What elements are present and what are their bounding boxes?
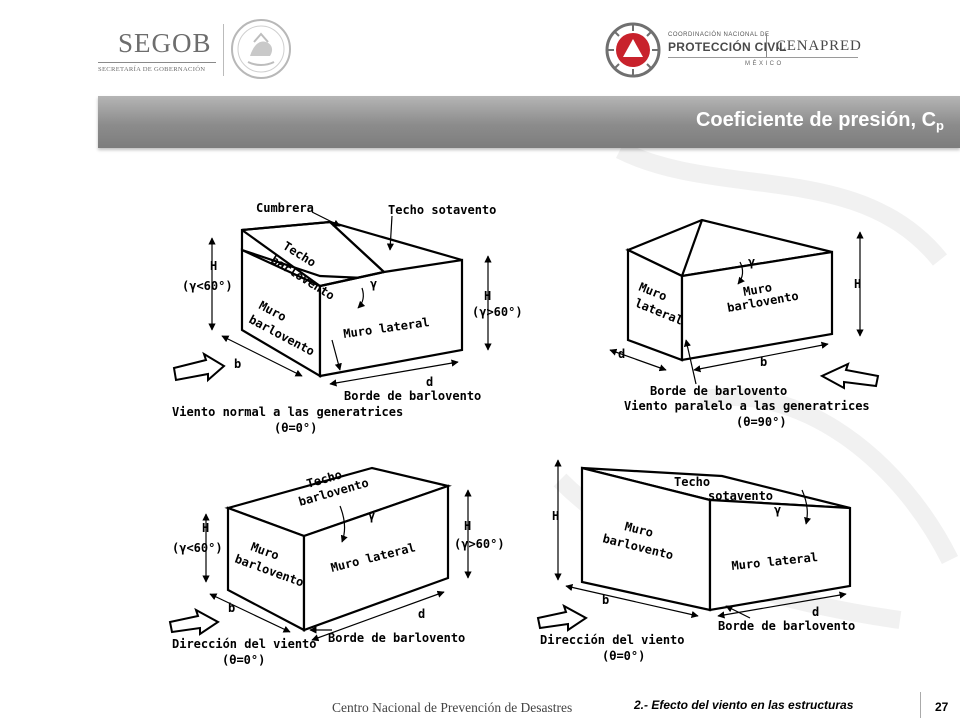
p4-sotavento-label: sotavento bbox=[708, 489, 773, 503]
p2-gamma-label: γ bbox=[748, 255, 755, 269]
wind-pressure-figure: Cumbrera Techo sotavento Techo barlovent… bbox=[162, 190, 890, 667]
pc-coordinacion-text: COORDINACIÓN NACIONAL DE bbox=[668, 32, 770, 38]
p4-H-label: H bbox=[552, 509, 559, 523]
footer-topic: 2.- Efecto del viento en las estructuras bbox=[634, 698, 854, 712]
slide-title-subscript: p bbox=[936, 118, 944, 133]
mexico-text: MÉXICO bbox=[745, 61, 784, 67]
p4-gamma-label: γ bbox=[774, 503, 781, 517]
p2-caption-line1: Viento paralelo a las generatrices bbox=[624, 399, 870, 413]
p2-b-label: b bbox=[760, 355, 767, 369]
footer-divider bbox=[920, 692, 921, 718]
page-number: 27 bbox=[935, 700, 949, 714]
panel-4-wind-arrow-icon bbox=[536, 603, 588, 632]
p1-techo-sotavento-label: Techo sotavento bbox=[388, 203, 496, 217]
segob-logo: SEGOB SECRETARÍA DE GOBERNACIÓN bbox=[98, 22, 216, 74]
p4-caption-line2: (θ=0°) bbox=[602, 649, 645, 663]
p1-cond-right-label: (γ>60°) bbox=[472, 305, 523, 319]
footer-institution: Centro Nacional de Prevención de Desastr… bbox=[332, 700, 573, 715]
p2-H-label: H bbox=[854, 277, 861, 291]
title-bar: Coeficiente de presión, Cp bbox=[98, 96, 960, 148]
p4-b-label: b bbox=[602, 593, 609, 607]
proteccion-civil-icon bbox=[605, 22, 661, 78]
p4-muro-label: Muro bbox=[623, 519, 654, 540]
p3-gamma-label: γ bbox=[368, 509, 375, 523]
p4-direccion-label: Dirección del viento bbox=[540, 633, 685, 647]
p2-muro-label-2: Muro bbox=[742, 280, 773, 299]
slide-title-text: Coeficiente de presión, C bbox=[695, 109, 937, 131]
logo-divider bbox=[223, 24, 224, 76]
p4-borde-label: Borde de barlovento bbox=[718, 619, 855, 633]
panel-1-diagram bbox=[240, 220, 464, 378]
p2-caption-line2: (θ=90°) bbox=[736, 415, 787, 429]
pc-rule bbox=[668, 57, 858, 58]
national-seal-icon bbox=[231, 19, 291, 79]
p1-H-right-label: H bbox=[484, 289, 491, 303]
panel-3-wind-arrow-icon bbox=[168, 607, 220, 636]
panel-4-dims bbox=[554, 459, 847, 619]
p3-H-right-label: H bbox=[464, 519, 471, 533]
panel-1-dims bbox=[208, 211, 492, 387]
p1-caption-line1: Viento normal a las generatrices bbox=[172, 405, 403, 419]
segob-wordmark: SEGOB bbox=[118, 28, 212, 58]
p3-direccion-label: Dirección del viento bbox=[172, 637, 317, 651]
p2-borde-label: Borde de barlovento bbox=[650, 384, 787, 398]
p1-H-left-label: H bbox=[210, 259, 217, 273]
p1-b-label: b bbox=[234, 357, 241, 371]
p1-borde-label: Borde de barlovento bbox=[344, 389, 481, 403]
panel-3-labels: Techo barlovento γ H (γ<60°) Muro barlov… bbox=[172, 467, 505, 667]
figure-svg: Cumbrera Techo sotavento Techo barlovent… bbox=[168, 201, 880, 667]
panel-1-wind-arrow-icon bbox=[172, 351, 226, 383]
p4-d-label: d bbox=[812, 605, 819, 619]
p3-b-label: b bbox=[228, 601, 235, 615]
panel-4-labels: Techo sotavento γ H Muro barlovento Muro… bbox=[540, 475, 855, 663]
p3-H-left-label: H bbox=[202, 521, 209, 535]
segob-rule bbox=[98, 62, 216, 63]
panel-4-diagram bbox=[580, 466, 852, 612]
p2-d-label: d bbox=[618, 347, 625, 361]
p1-caption-line2: (θ=0°) bbox=[274, 421, 317, 435]
panel-2-dims bbox=[609, 231, 864, 385]
pc-separator bbox=[766, 34, 767, 58]
p1-gamma-label: γ bbox=[370, 277, 377, 291]
p3-cond-left-label: (γ<60°) bbox=[172, 541, 223, 555]
panel-3-dims bbox=[202, 489, 472, 642]
slide-title: Coeficiente de presión, Cp bbox=[696, 109, 944, 133]
pc-proteccion-civil-text: PROTECCIÓN CIVIL bbox=[668, 40, 787, 54]
p3-cond-right-label: (γ>60°) bbox=[454, 537, 505, 551]
p3-caption-line2: (θ=0°) bbox=[222, 653, 265, 666]
p3-borde-label: Borde de barlovento bbox=[328, 631, 465, 645]
cenapred-wordmark: CENAPRED bbox=[776, 38, 862, 54]
p4-techo-label: Techo bbox=[674, 475, 710, 489]
p1-cumbrera-label: Cumbrera bbox=[256, 201, 314, 215]
panel-2-wind-arrow-icon bbox=[819, 362, 880, 390]
p1-cond-left-label: (γ<60°) bbox=[182, 279, 233, 293]
segob-subtitle: SECRETARÍA DE GOBERNACIÓN bbox=[98, 66, 206, 73]
panel-2-diagram bbox=[625, 218, 834, 362]
p1-d-label: d bbox=[426, 375, 433, 389]
p3-d-label: d bbox=[418, 607, 425, 621]
